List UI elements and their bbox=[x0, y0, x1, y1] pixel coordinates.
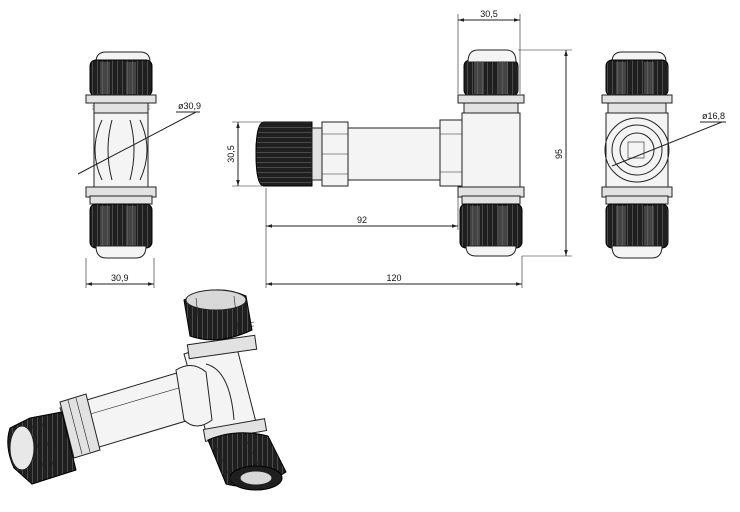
front-length-total-label: 120 bbox=[386, 273, 401, 283]
isometric-view bbox=[7, 289, 287, 491]
left-view bbox=[77, 51, 200, 288]
left-diameter-label: ø30,9 bbox=[178, 101, 201, 111]
right-view bbox=[601, 51, 726, 259]
front-total-height-label: 95 bbox=[554, 149, 564, 159]
right-diameter-label: ø16,8 bbox=[702, 111, 725, 121]
left-width-label: 30,9 bbox=[111, 273, 129, 283]
front-length-inner-label: 92 bbox=[357, 215, 367, 225]
front-top-width-label: 30,5 bbox=[480, 9, 498, 19]
front-height-label: 30,5 bbox=[226, 145, 236, 163]
front-view bbox=[232, 14, 572, 288]
